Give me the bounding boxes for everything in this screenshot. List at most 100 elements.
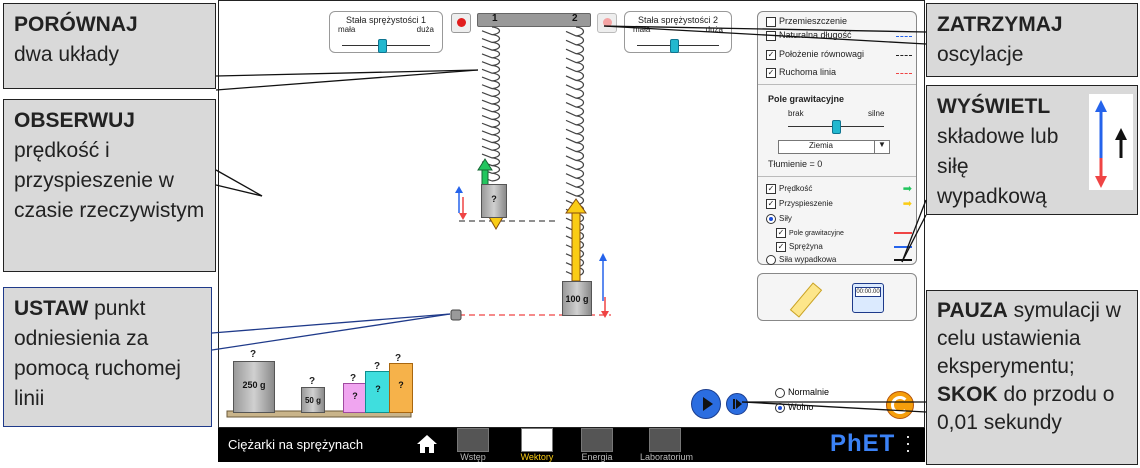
speed-slow-option[interactable]: Wolno [775, 402, 813, 413]
callout-pause: PAUZA symulacji w celu ustawienia eksper… [926, 290, 1138, 465]
divider [758, 84, 916, 85]
velocity-arrow-icon: ➡ [902, 183, 912, 195]
mass-hook: ? [395, 353, 402, 364]
gravity-force-icon [894, 232, 912, 234]
home-icon [417, 435, 437, 453]
mass-50g[interactable]: 50 g [301, 387, 325, 413]
speed-normal-option[interactable]: Normalnie [775, 387, 829, 398]
stop-oscillation-button-1[interactable] [451, 13, 471, 33]
control-panel: Przemieszczenie Naturalna długość ✓Położ… [757, 11, 917, 265]
callout-show: WYŚWIETL składowe lub siłę wypadkową [926, 85, 1138, 215]
spring-constant-1-min: mała [338, 25, 356, 34]
net-force-row[interactable]: Siła wypadkowa [766, 254, 912, 265]
natural-length-row[interactable]: Naturalna długość [766, 30, 912, 41]
velocity-arrowhead-1 [477, 158, 493, 171]
spring-constant-1-control: Stała sprężystości 1 mała duża [329, 11, 443, 53]
mystery-mass-pink[interactable]: ? [343, 383, 367, 413]
movable-line-icon [896, 73, 912, 74]
movable-line-row[interactable]: ✓Ruchoma linia [766, 67, 912, 78]
mass-on-spring-1[interactable]: ? [481, 184, 507, 218]
play-button[interactable] [691, 389, 721, 419]
callout-observe: OBSERWUJ prędkość i przyspieszenie w cza… [3, 99, 216, 272]
menu-icon[interactable]: ··· [905, 426, 911, 460]
speed-normal-radio[interactable] [775, 387, 785, 398]
acceleration-arrowhead-1 [488, 216, 504, 230]
mass-hook: ? [374, 361, 381, 372]
mass-label: 250 g [242, 380, 266, 390]
equilibrium-line-icon [896, 55, 912, 56]
spring-constant-1-title: Stała sprężystości 1 [345, 15, 427, 25]
chevron-down-icon: ▼ [874, 140, 889, 153]
net-force-icon [894, 259, 912, 261]
forces-radio[interactable] [766, 213, 776, 224]
callout-set: USTAW punkt odniesienia za pomocą ruchom… [3, 287, 212, 427]
acceleration-row[interactable]: ✓Przyspieszenie ➡ [766, 198, 912, 210]
natural-length-line-icon [896, 36, 912, 37]
ceiling-bar: 1 2 [477, 13, 591, 27]
displacement-row[interactable]: Przemieszczenie [766, 16, 847, 27]
spring-1 [481, 26, 501, 182]
step-forward-button[interactable] [726, 393, 748, 415]
movable-line-handle [450, 309, 462, 321]
spring-1-label: 1 [492, 13, 498, 24]
simulation-screen: Stała sprężystości 1 mała duża 1 2 Stała… [218, 0, 925, 428]
net-force-radio[interactable] [766, 254, 776, 265]
mass-on-spring-2[interactable]: 100 g [562, 281, 592, 316]
spring-constant-1-max: duża [416, 25, 434, 34]
play-icon [703, 397, 713, 411]
velocity-row[interactable]: ✓Prędkość ➡ [766, 183, 912, 195]
step-icon [733, 399, 735, 409]
gravity-title: Pole grawitacyjne [768, 94, 845, 104]
ruler-icon[interactable] [789, 282, 823, 318]
forces-row[interactable]: Siły [766, 213, 792, 224]
stopwatch-display: 00:00.00 [855, 287, 881, 297]
reset-icon [891, 396, 909, 414]
home-button[interactable] [416, 433, 438, 455]
gravity-force-row[interactable]: ✓Pole grawitacyjne [776, 227, 912, 238]
equilibrium-row[interactable]: ✓Położenie równowagi [766, 49, 912, 60]
spring-force-row[interactable]: ✓Sprężyna [776, 241, 912, 252]
mass-hook: ? [309, 376, 316, 387]
mass-label: 50 g [304, 396, 321, 405]
spring-constant-1-thumb[interactable] [377, 39, 387, 53]
gravity-thumb[interactable] [832, 120, 841, 134]
spring-force-checkbox[interactable]: ✓ [776, 241, 786, 252]
stop-icon [602, 18, 612, 27]
planet-select[interactable]: Ziemia ▼ [778, 140, 890, 154]
gravity-max: silne [868, 109, 885, 118]
gravity-min: brak [788, 109, 804, 118]
acceleration-arrow-2 [571, 208, 581, 282]
mystery-mass-cyan[interactable]: ? [365, 371, 391, 413]
gravity-force-checkbox[interactable]: ✓ [776, 227, 786, 238]
natural-length-checkbox[interactable] [766, 30, 776, 41]
acceleration-checkbox[interactable]: ✓ [766, 198, 776, 209]
acceleration-arrow-icon: ➡ [902, 198, 912, 210]
callout-compare: PORÓWNAJ dwa układy [3, 3, 216, 89]
speed-slow-radio[interactable] [775, 402, 785, 413]
divider [758, 176, 916, 177]
phet-logo: PhET [830, 430, 896, 457]
stop-icon [456, 18, 466, 27]
mass-hook: ? [350, 373, 357, 384]
equilibrium-checkbox[interactable]: ✓ [766, 49, 776, 60]
spring-2 [565, 26, 585, 277]
spring-force-icon [894, 246, 912, 248]
velocity-checkbox[interactable]: ✓ [766, 183, 776, 194]
mystery-mass-orange[interactable]: ? [389, 363, 413, 413]
force-vectors-icon [1089, 94, 1133, 190]
navigation-bar: Ciężarki na sprężynach Wstęp Wektory Ene… [218, 426, 925, 462]
reset-all-button[interactable] [886, 391, 914, 419]
mass-label: 100 g [565, 294, 589, 304]
displacement-checkbox[interactable] [766, 16, 776, 27]
callout-stop: ZATRZYMAJ oscylacje [926, 3, 1138, 77]
mass-250g[interactable]: 250 g [233, 361, 275, 413]
sim-title: Ciężarki na sprężynach [228, 437, 364, 452]
tab-energy[interactable]: Energia [572, 428, 622, 462]
stopwatch-icon[interactable]: 00:00.00 [852, 283, 884, 313]
spring-constant-2-title: Stała sprężystości 2 [637, 15, 719, 25]
movable-line-checkbox[interactable]: ✓ [766, 67, 776, 78]
tab-lab[interactable]: Laboratorium [640, 428, 693, 462]
tab-vectors[interactable]: Wektory [512, 428, 562, 462]
tab-intro[interactable]: Wstęp [448, 428, 498, 462]
acceleration-arrowhead-2 [565, 198, 587, 214]
